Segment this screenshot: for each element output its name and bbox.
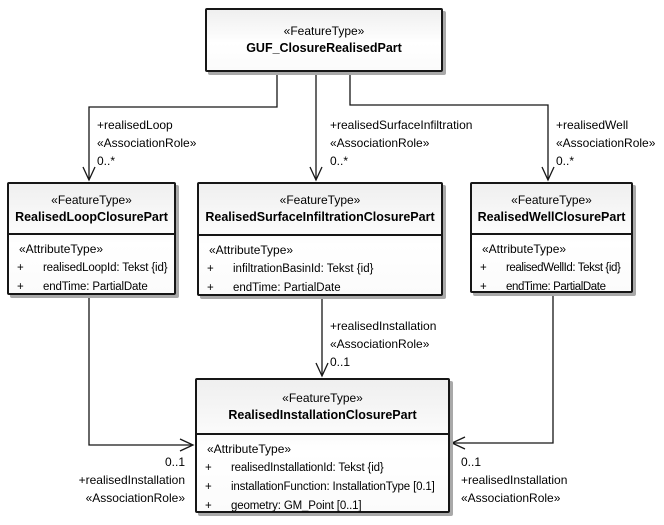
attribute-text: endTime: PartialDate bbox=[506, 281, 606, 293]
attribute-text: installationFunction: InstallationType [… bbox=[231, 481, 435, 493]
attribute-text: geometry: GM_Point [0..1] bbox=[231, 500, 362, 512]
role-name: +realisedLoop bbox=[97, 118, 173, 132]
class-name: RealisedLoopClosurePart bbox=[15, 209, 168, 224]
role-stereotype: «AssociationRole» bbox=[85, 491, 185, 505]
stereotype-label: «FeatureType» bbox=[282, 390, 363, 405]
stereotype-label: «FeatureType» bbox=[279, 193, 361, 207]
role-stereotype: «AssociationRole» bbox=[97, 136, 197, 150]
attribute-text: realisedWellId: Tekst {id} bbox=[506, 262, 621, 274]
connector-realised-loop bbox=[88, 72, 278, 179]
class-header: «FeatureType» RealisedInstallationClosur… bbox=[197, 380, 448, 433]
class-name: RealisedSurfaceInfiltrationClosurePart bbox=[205, 210, 435, 224]
role-name: +realisedInstallation bbox=[78, 473, 185, 487]
attribute-row: + realisedLoopId: Tekst {id} bbox=[17, 259, 170, 278]
arrowhead-installation-mid bbox=[315, 362, 329, 378]
visibility-symbol: + bbox=[207, 263, 214, 275]
stereotype-label: «FeatureType» bbox=[51, 192, 132, 207]
role-stereotype: «AssociationRole» bbox=[461, 491, 561, 505]
class-box-realised-surface-infiltration-closure-part[interactable]: «FeatureType» RealisedSurfaceInfiltratio… bbox=[197, 182, 443, 296]
visibility-symbol: + bbox=[205, 481, 212, 493]
multiplicity: 0..1 bbox=[164, 455, 185, 469]
role-stereotype: «AssociationRole» bbox=[330, 136, 430, 150]
visibility-symbol: + bbox=[17, 262, 24, 274]
association-label-realised-surface-infiltration: +realisedSurfaceInfiltration «Associatio… bbox=[330, 116, 472, 170]
association-label-realised-loop: +realisedLoop «AssociationRole» 0..* bbox=[97, 116, 196, 170]
visibility-symbol: + bbox=[205, 462, 212, 474]
multiplicity: 0..1 bbox=[461, 455, 482, 469]
attribute-row: + realisedInstallationId: Tekst {id} bbox=[205, 459, 444, 478]
attribute-row: + endTime: PartialDate bbox=[17, 278, 170, 297]
association-label-realised-well: +realisedWell «AssociationRole» 0..* bbox=[556, 116, 655, 170]
connector-installation-right bbox=[453, 293, 554, 444]
multiplicity: 0..* bbox=[97, 154, 116, 168]
class-name: RealisedWellClosurePart bbox=[477, 209, 626, 224]
visibility-symbol: + bbox=[205, 500, 212, 512]
role-stereotype: «AssociationRole» bbox=[330, 337, 430, 351]
attributes-compartment: «AttributeType» + infiltrationBasinId: T… bbox=[199, 234, 441, 300]
class-box-realised-loop-closure-part[interactable]: «FeatureType» RealisedLoopClosurePart «A… bbox=[7, 182, 176, 295]
arrowhead-realised-well bbox=[541, 166, 555, 182]
attributes-compartment: «AttributeType» + realisedInstallationId… bbox=[197, 433, 448, 518]
arrowhead-installation-left bbox=[179, 438, 195, 452]
visibility-symbol: + bbox=[17, 281, 24, 293]
class-name: RealisedInstallationClosurePart bbox=[228, 407, 417, 422]
attribute-text: realisedInstallationId: Tekst {id} bbox=[231, 462, 384, 474]
class-box-realised-well-closure-part[interactable]: «FeatureType» RealisedWellClosurePart «A… bbox=[470, 182, 633, 293]
class-header: «FeatureType» GUF_ClosureRealisedPart bbox=[207, 10, 441, 70]
class-header: «FeatureType» RealisedSurfaceInfiltratio… bbox=[199, 184, 441, 234]
attribute-row: + endTime: PartialDate bbox=[207, 279, 437, 298]
attribute-text: realisedLoopId: Tekst {id} bbox=[43, 262, 168, 274]
attribute-row: + geometry: GM_Point [0..1] bbox=[205, 497, 444, 516]
role-name: +realisedWell bbox=[556, 118, 629, 132]
association-label-realised-installation-mid: +realisedInstallation «AssociationRole» … bbox=[330, 317, 436, 371]
attribute-stereotype: «AttributeType» bbox=[19, 242, 104, 256]
class-header: «FeatureType» RealisedLoopClosurePart bbox=[9, 184, 174, 233]
role-name: +realisedInstallation bbox=[461, 473, 568, 487]
arrowhead-realised-surface-infiltration bbox=[309, 166, 323, 182]
class-header: «FeatureType» RealisedWellClosurePart bbox=[472, 184, 631, 233]
arrowhead-installation-right bbox=[450, 436, 466, 450]
role-stereotype: «AssociationRole» bbox=[556, 136, 656, 150]
multiplicity: 0..* bbox=[556, 154, 575, 168]
stereotype-label: «FeatureType» bbox=[511, 192, 592, 207]
attribute-row: + installationFunction: InstallationType… bbox=[205, 478, 444, 497]
class-box-realised-installation-closure-part[interactable]: «FeatureType» RealisedInstallationClosur… bbox=[195, 378, 450, 513]
attribute-text: infiltrationBasinId: Tekst {id} bbox=[233, 263, 374, 275]
attributes-compartment: «AttributeType» + realisedLoopId: Tekst … bbox=[9, 233, 174, 299]
attribute-row: + endTime: PartialDate bbox=[480, 278, 627, 297]
arrowhead-realised-loop bbox=[82, 166, 96, 182]
stereotype-label: «FeatureType» bbox=[283, 24, 365, 38]
multiplicity: 0..1 bbox=[330, 355, 351, 369]
attributes-compartment: «AttributeType» + realisedWellId: Tekst … bbox=[472, 233, 631, 299]
role-name: +realisedInstallation bbox=[330, 319, 437, 333]
attribute-row: + infiltrationBasinId: Tekst {id} bbox=[207, 260, 437, 279]
attribute-row: + realisedWellId: Tekst {id} bbox=[480, 259, 627, 278]
visibility-symbol: + bbox=[480, 262, 487, 274]
class-name: GUF_ClosureRealisedPart bbox=[246, 41, 402, 55]
attribute-text: endTime: PartialDate bbox=[233, 282, 341, 294]
attribute-stereotype: «AttributeType» bbox=[209, 243, 294, 257]
connector-realised-well bbox=[349, 72, 549, 179]
association-label-realised-installation-left: 0..1 +realisedInstallation «AssociationR… bbox=[40, 453, 185, 507]
connector-installation-left bbox=[88, 295, 192, 446]
visibility-symbol: + bbox=[207, 282, 214, 294]
attribute-stereotype: «AttributeType» bbox=[207, 442, 292, 456]
class-box-guf-closure-realised-part[interactable]: «FeatureType» GUF_ClosureRealisedPart bbox=[205, 8, 443, 72]
association-label-realised-installation-right: 0..1 +realisedInstallation «AssociationR… bbox=[461, 453, 567, 507]
attribute-text: endTime: PartialDate bbox=[43, 281, 148, 293]
attribute-stereotype: «AttributeType» bbox=[482, 242, 567, 256]
role-name: +realisedSurfaceInfiltration bbox=[330, 118, 473, 132]
multiplicity: 0..* bbox=[330, 154, 349, 168]
visibility-symbol: + bbox=[480, 281, 487, 293]
